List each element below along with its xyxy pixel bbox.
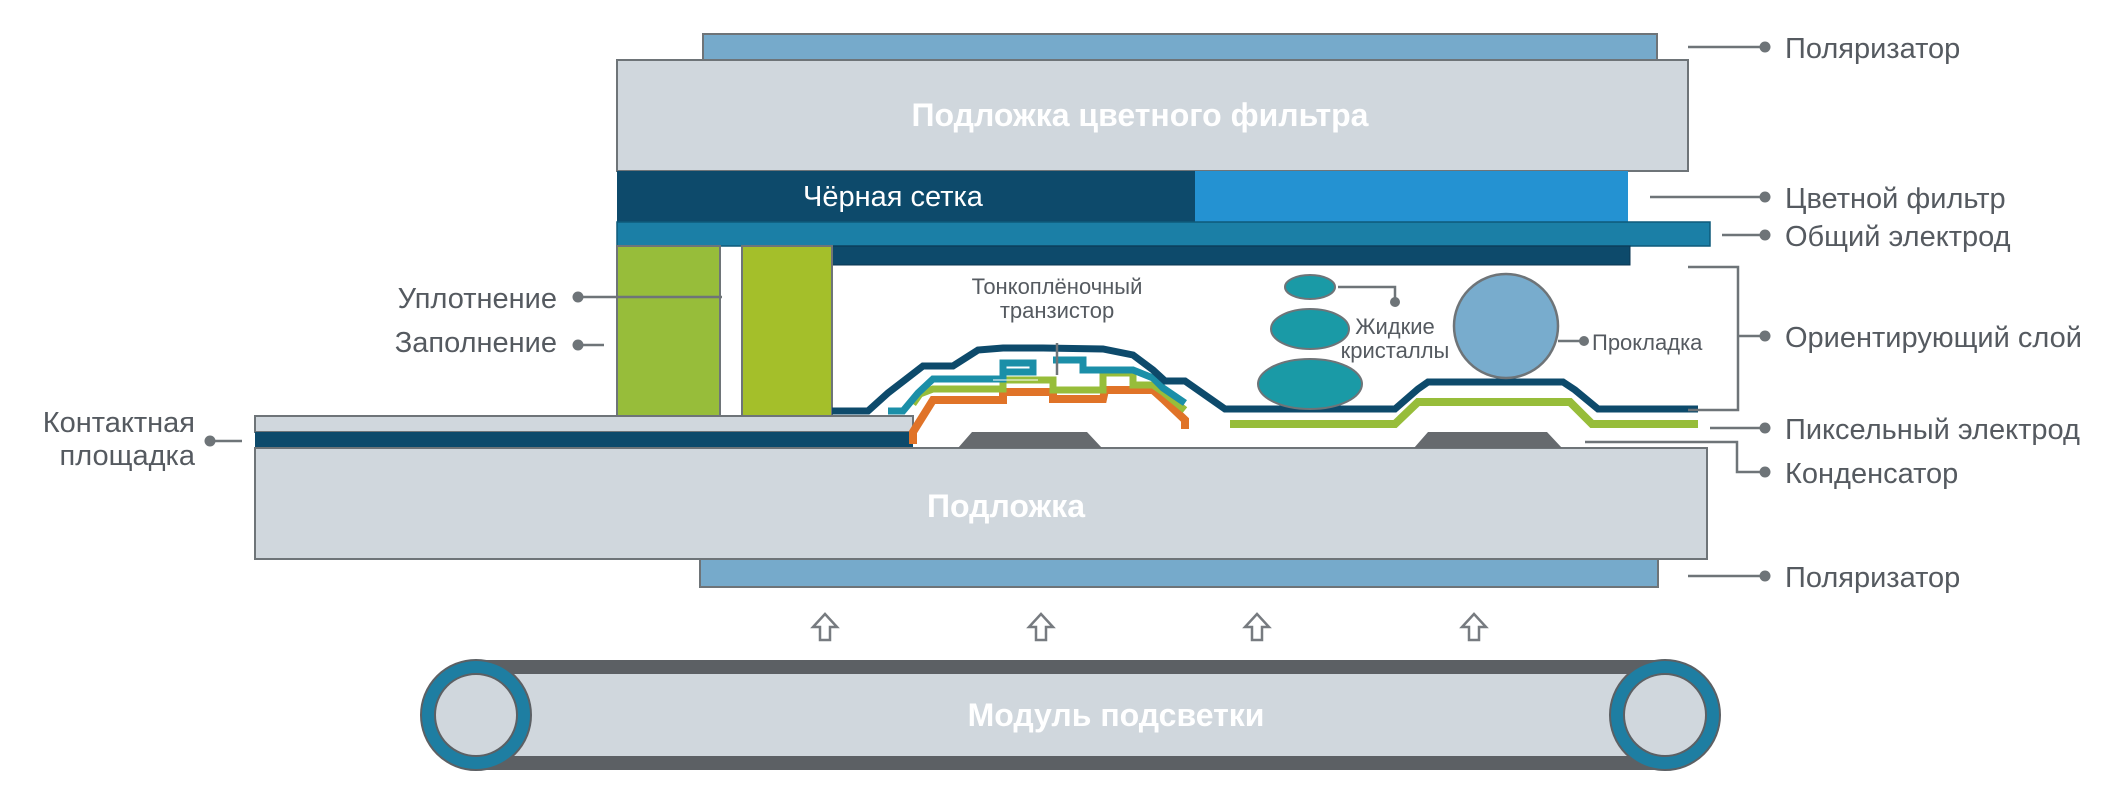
- label-contact-pad-line2: площадка: [60, 440, 196, 472]
- contact-pad-top-layer: [254, 415, 914, 433]
- label-fill: Заполнение: [395, 327, 557, 359]
- label-pixel-electrode: Пиксельный электрод: [1785, 414, 2080, 446]
- label-alignment-layer: Ориентирующий слой: [1785, 322, 2082, 354]
- fill-block: [741, 245, 833, 417]
- leader-dots: [204, 41, 1771, 582]
- seal-block: [616, 245, 721, 417]
- label-tft-line1: Тонкоплёночный: [972, 274, 1143, 299]
- liquid-crystal-medium: [1270, 308, 1350, 350]
- black-matrix: [617, 171, 1195, 222]
- liquid-crystal-large: [1257, 358, 1363, 410]
- label-contact-pad-line1: Контактная: [43, 407, 195, 439]
- leader-lines: [212, 45, 1760, 578]
- tft-orange-layer: [909, 386, 1189, 444]
- top-polarizer: [702, 33, 1658, 61]
- light-arrow-3: [1243, 612, 1271, 642]
- spacer-ball: [1452, 272, 1560, 380]
- backlight-roller-left-inner: [434, 673, 518, 757]
- label-polarizer-top: Поляризатор: [1785, 33, 1960, 65]
- common-electrode: [616, 221, 1711, 247]
- label-color-filter: Цветной фильтр: [1785, 183, 2006, 215]
- main-substrate-label: Подложка: [927, 488, 1085, 524]
- light-arrow-4: [1460, 612, 1488, 642]
- pixel-electrode: [1230, 398, 1698, 428]
- label-polarizer-bottom: Поляризатор: [1785, 562, 1960, 594]
- capacitor-right: [1414, 432, 1562, 448]
- contact-pad-dark-layer: [255, 432, 913, 448]
- tft-teal-layer: [888, 359, 1037, 415]
- backlight-belt-front: [472, 674, 1662, 756]
- tft-teal-layer-right: [1053, 356, 1187, 406]
- color-filter: [1195, 171, 1628, 222]
- color-filter-substrate-label: Подложка цветного фильтра: [912, 97, 1369, 133]
- black-matrix-label: Чёрная сетка: [803, 181, 984, 213]
- label-capacitor: Конденсатор: [1785, 458, 1958, 490]
- light-arrow-1: [811, 612, 839, 642]
- bottom-polarizer: [699, 558, 1659, 588]
- label-common-electrode: Общий электрод: [1785, 221, 2011, 253]
- label-spacer: Прокладка: [1592, 330, 1703, 355]
- liquid-crystal-small: [1284, 274, 1336, 300]
- label-liquid-crystals-line1: Жидкие: [1355, 314, 1435, 339]
- backlight-roller-right-inner: [1623, 673, 1707, 757]
- label-tft-line2: транзистор: [1000, 298, 1114, 323]
- label-seal: Уплотнение: [398, 283, 557, 315]
- backlight-label: Модуль подсветки: [968, 697, 1265, 733]
- top-alignment-strip: [831, 245, 1631, 266]
- tft-green-layer: [910, 369, 1188, 413]
- bottom-alignment-layer: [832, 344, 1698, 415]
- label-liquid-crystals-line2: кристаллы: [1341, 338, 1450, 363]
- light-arrow-2: [1027, 612, 1055, 642]
- color-filter-substrate: [616, 59, 1689, 172]
- capacitor-left: [958, 432, 1102, 448]
